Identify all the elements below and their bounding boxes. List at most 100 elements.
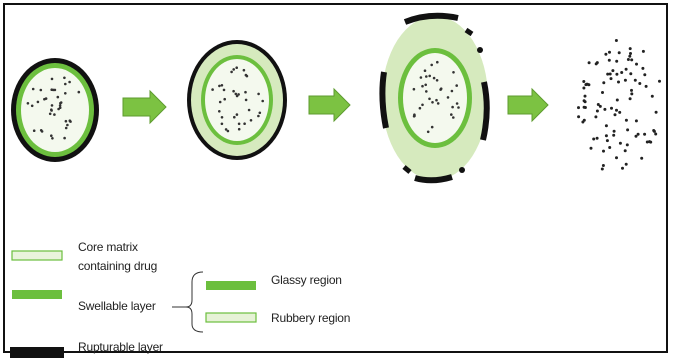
drug-dot bbox=[248, 109, 251, 112]
rupture-fragment bbox=[382, 72, 386, 128]
drug-dot bbox=[425, 90, 428, 93]
drug-dot bbox=[53, 113, 56, 116]
drug-dot bbox=[223, 98, 226, 101]
legend-swellable-label: Swellable layer bbox=[78, 299, 156, 313]
stage-2-capsule bbox=[187, 40, 287, 160]
drug-dot bbox=[419, 107, 422, 110]
arrow-right-icon bbox=[508, 89, 548, 121]
drug-dot bbox=[78, 91, 81, 94]
drug-dot bbox=[243, 122, 246, 125]
released-drug-dot bbox=[582, 87, 585, 90]
released-drug-dot bbox=[624, 79, 627, 82]
released-drug-dot bbox=[594, 115, 597, 118]
legend-glassy-label: Glassy region bbox=[271, 273, 342, 287]
drug-dot bbox=[246, 75, 249, 78]
drug-dot bbox=[232, 68, 235, 71]
released-drug-dot bbox=[602, 164, 605, 167]
released-drug-dot bbox=[577, 106, 580, 109]
released-drug-dot bbox=[629, 47, 632, 50]
released-drug-dot bbox=[606, 139, 609, 142]
legend-glassy-swatch bbox=[206, 281, 256, 290]
drug-dot bbox=[238, 123, 241, 126]
stage-3-capsule bbox=[382, 16, 488, 181]
arrow-right-icon bbox=[123, 91, 166, 123]
drug-dot bbox=[221, 123, 224, 126]
core-matrix bbox=[403, 53, 467, 143]
released-drug-dot bbox=[651, 95, 654, 98]
drug-dot bbox=[413, 113, 416, 116]
released-drug-dot bbox=[608, 59, 611, 62]
released-drug-dot bbox=[610, 107, 613, 110]
released-drug-dot bbox=[615, 156, 618, 159]
drug-dot bbox=[421, 85, 424, 88]
drug-dot bbox=[435, 99, 438, 102]
drug-dot bbox=[43, 98, 46, 101]
drug-dot bbox=[63, 77, 66, 80]
drug-dot bbox=[50, 134, 53, 137]
released-drug-dot bbox=[618, 51, 621, 54]
released-drug-dot bbox=[620, 71, 623, 74]
released-drug-dot bbox=[619, 142, 622, 145]
released-drug-dot bbox=[605, 134, 608, 137]
legend-rubbery-swatch bbox=[206, 313, 256, 322]
core-matrix bbox=[205, 59, 269, 141]
drug-dot bbox=[66, 124, 69, 127]
drug-dot bbox=[257, 93, 260, 96]
released-drug-dot bbox=[584, 95, 587, 98]
drug-dot bbox=[427, 131, 430, 134]
legend-core-label-2: containing drug bbox=[78, 259, 157, 273]
released-drug-dot bbox=[635, 119, 638, 122]
released-drug-dot bbox=[643, 73, 646, 76]
drug-dot bbox=[451, 90, 454, 93]
drug-dot bbox=[236, 113, 239, 116]
rupture-fragment bbox=[459, 167, 465, 173]
legend-core-label-1: Core matrix bbox=[78, 240, 138, 254]
drug-dot bbox=[236, 95, 239, 98]
drug-dot bbox=[424, 69, 427, 72]
drug-dot bbox=[238, 128, 241, 131]
released-drug-dot bbox=[640, 157, 643, 160]
drug-dot bbox=[421, 104, 424, 107]
released-drug-dot bbox=[629, 97, 632, 100]
legend-rupturable-swatch bbox=[10, 347, 64, 358]
drug-dot bbox=[65, 120, 68, 123]
released-drug-dot bbox=[615, 60, 618, 63]
drug-dot bbox=[436, 61, 439, 64]
released-drug-dot bbox=[612, 134, 615, 137]
released-drug-dot bbox=[601, 91, 604, 94]
drug-dot bbox=[68, 81, 71, 84]
released-drug-dot bbox=[645, 85, 648, 88]
released-drug-dot bbox=[606, 73, 609, 76]
legend-core-swatch bbox=[12, 251, 62, 260]
drug-dot bbox=[69, 119, 72, 122]
drug-dot bbox=[49, 113, 52, 116]
drug-dot bbox=[257, 115, 260, 118]
legend-rubbery-label: Rubbery region bbox=[271, 311, 350, 325]
released-drug-dot bbox=[629, 52, 632, 55]
released-drug-dot bbox=[608, 146, 611, 149]
drug-dot bbox=[218, 85, 221, 88]
released-drug-dot bbox=[601, 168, 604, 171]
drug-dot bbox=[57, 96, 60, 99]
drug-dot bbox=[232, 90, 235, 93]
released-drug-dot bbox=[648, 140, 651, 143]
drug-dot bbox=[52, 89, 55, 92]
drug-dot bbox=[219, 101, 222, 104]
drug-dot bbox=[455, 84, 458, 87]
released-drug-dot bbox=[629, 72, 632, 75]
drug-dot bbox=[259, 112, 262, 115]
drug-dot bbox=[440, 87, 443, 90]
released-drug-dot bbox=[630, 92, 633, 95]
released-drug-dot bbox=[599, 105, 602, 108]
released-drug-dot bbox=[643, 133, 646, 136]
drug-dot bbox=[233, 116, 236, 119]
released-drug-dot bbox=[625, 68, 628, 71]
drug-dot bbox=[433, 77, 436, 80]
legend-brace bbox=[186, 272, 203, 332]
rupture-fragment bbox=[415, 177, 452, 180]
released-drug-dot bbox=[583, 106, 586, 109]
drug-dot bbox=[221, 116, 224, 119]
drug-dot bbox=[27, 102, 30, 105]
drug-dot bbox=[452, 116, 455, 119]
released-drug-dot bbox=[611, 69, 614, 72]
